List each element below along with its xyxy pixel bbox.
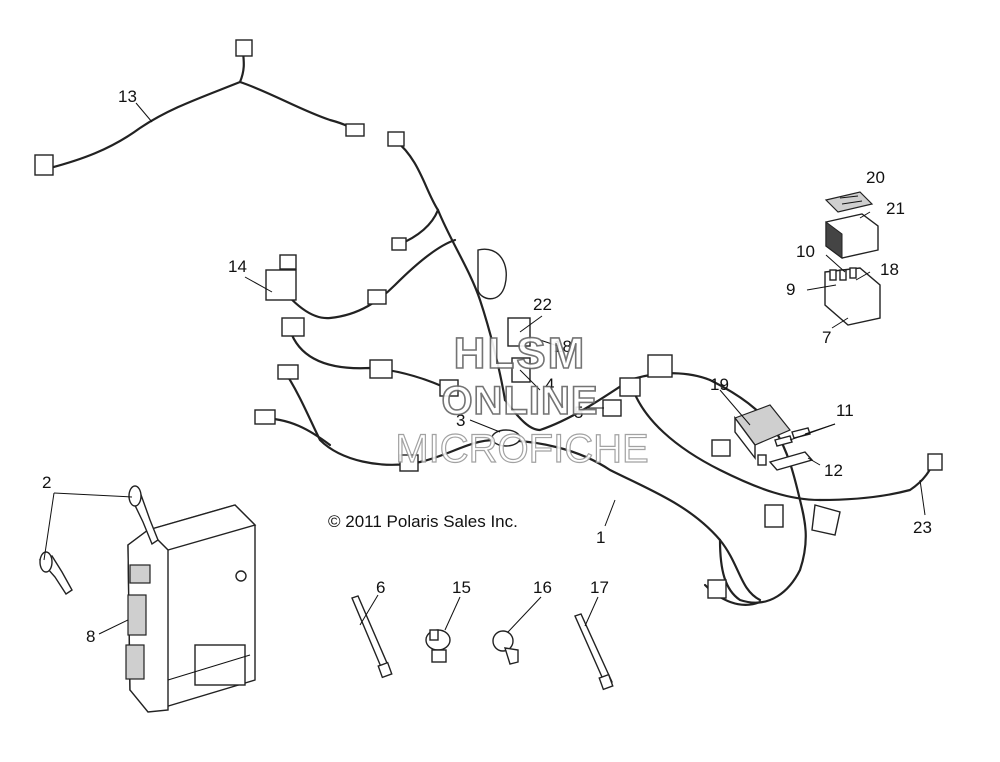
callout-23: 23 — [913, 518, 932, 537]
callout-2: 2 — [42, 473, 51, 492]
bolt-11a — [774, 435, 793, 447]
callout-1: 1 — [596, 528, 605, 547]
watermark-line1: HLSM — [454, 329, 587, 378]
callout-14: 14 — [228, 257, 247, 276]
callout-19: 19 — [710, 375, 729, 394]
callout-18-upper: 18 — [553, 337, 572, 356]
callout-16: 16 — [533, 578, 552, 597]
callout-6: 6 — [376, 578, 385, 597]
cable-tie-17 — [574, 613, 614, 691]
harness-connectors — [254, 131, 943, 599]
callout-13: 13 — [118, 87, 137, 106]
callout-21: 21 — [886, 199, 905, 218]
fuse-block-7 — [824, 267, 881, 326]
label-20 — [824, 191, 874, 213]
callouts: 13 14 22 18 4 5 3 20 21 10 18 9 7 19 11 … — [42, 87, 932, 646]
connector-5 — [602, 399, 622, 417]
clip-15 — [425, 629, 451, 663]
watermark: HLSM ONLINE MICROFICHE — [395, 328, 650, 471]
callout-11: 11 — [836, 401, 854, 420]
grommet-3 — [491, 429, 521, 447]
leader-lines — [43, 102, 926, 635]
harness-13 — [34, 39, 365, 176]
connector-13-right — [345, 123, 365, 137]
headlight-connector — [477, 248, 507, 300]
clip-16 — [492, 630, 519, 665]
callout-3: 3 — [456, 411, 465, 430]
connector-23 — [927, 453, 943, 471]
callout-8: 8 — [86, 627, 95, 646]
bolt-11b — [791, 427, 811, 439]
callout-4: 4 — [545, 375, 554, 394]
watermark-line3: MICROFICHE — [395, 427, 648, 471]
copyright-notice: © 2011 Polaris Sales Inc. — [328, 512, 518, 531]
callout-7: 7 — [822, 328, 831, 347]
connector-14 — [265, 269, 297, 301]
callout-10: 10 — [796, 242, 815, 261]
callout-15: 15 — [452, 578, 471, 597]
connector-13-top — [235, 39, 253, 57]
callout-22: 22 — [533, 295, 552, 314]
callout-9: 9 — [786, 280, 795, 299]
callout-20: 20 — [866, 168, 885, 187]
watermark-line2: ONLINE — [441, 379, 598, 423]
ecm-8 — [125, 504, 257, 713]
connector-13-left — [34, 154, 54, 176]
callout-5: 5 — [574, 403, 583, 422]
connector-22 — [507, 317, 531, 347]
callout-18-right: 18 — [880, 260, 899, 279]
callout-12: 12 — [824, 461, 843, 480]
push-rivets-2 — [38, 485, 159, 595]
fuse-box-assembly — [824, 191, 881, 326]
cable-tie-6 — [351, 595, 393, 679]
callout-17: 17 — [590, 578, 609, 597]
